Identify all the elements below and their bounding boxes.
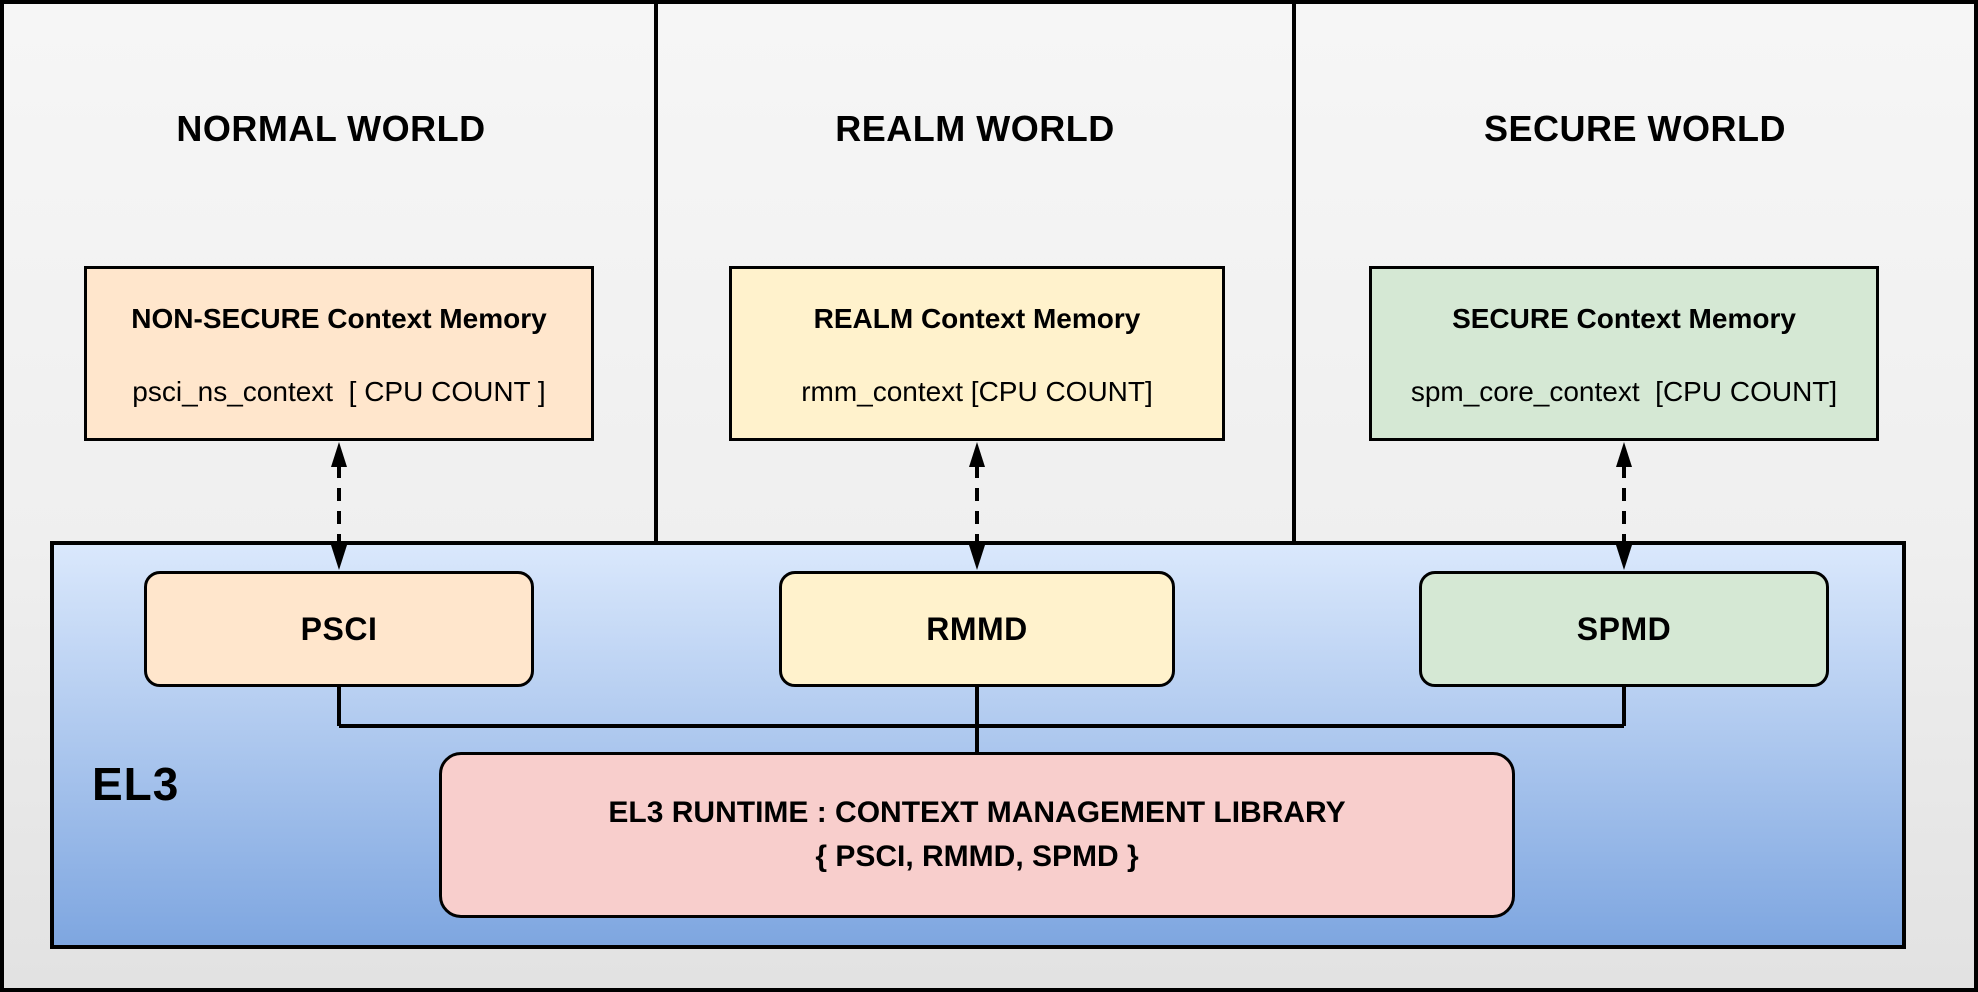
nonsecure-context-memory-box: NON-SECURE Context Memory psci_ns_contex… [84,266,594,441]
arrowhead-up-icon [331,442,347,467]
secure-context-memory-value: spm_core_context [CPU COUNT] [1410,376,1838,407]
realm-world-title: REALM WORLD [835,108,1115,149]
el3-runtime-library-line2: { PSCI, RMMD, SPMD } [815,840,1139,873]
realm-context-memory-title: REALM Context Memory [813,303,1141,334]
rmmd-component-box: RMMD [779,571,1175,687]
normal-world-title: NORMAL WORLD [176,108,486,149]
el3-runtime-library-line1: EL3 RUNTIME : CONTEXT MANAGEMENT LIBRARY [608,796,1346,829]
spmd-component-box: SPMD [1419,571,1829,687]
el3-runtime-library-box: EL3 RUNTIME : CONTEXT MANAGEMENT LIBRARY… [439,752,1515,918]
nonsecure-context-memory-value: psci_ns_context [ CPU COUNT ] [132,376,546,407]
psci-component-box: PSCI [144,571,534,687]
secure-context-memory-title: SECURE Context Memory [1452,303,1796,334]
arrowhead-up-icon [1616,442,1632,467]
el3-label: EL3 [92,758,180,810]
realm-context-memory-box: REALM Context Memory rmm_context [CPU CO… [729,266,1225,441]
realm-context-memory-value: rmm_context [CPU COUNT] [801,376,1153,407]
secure-world-title: SECURE WORLD [1484,108,1786,149]
arrowhead-up-icon [969,442,985,467]
secure-context-memory-box: SECURE Context Memory spm_core_context [… [1369,266,1879,441]
normal-realm-divider [654,4,658,541]
realm-secure-divider [1292,4,1296,541]
nonsecure-context-memory-title: NON-SECURE Context Memory [131,303,547,334]
